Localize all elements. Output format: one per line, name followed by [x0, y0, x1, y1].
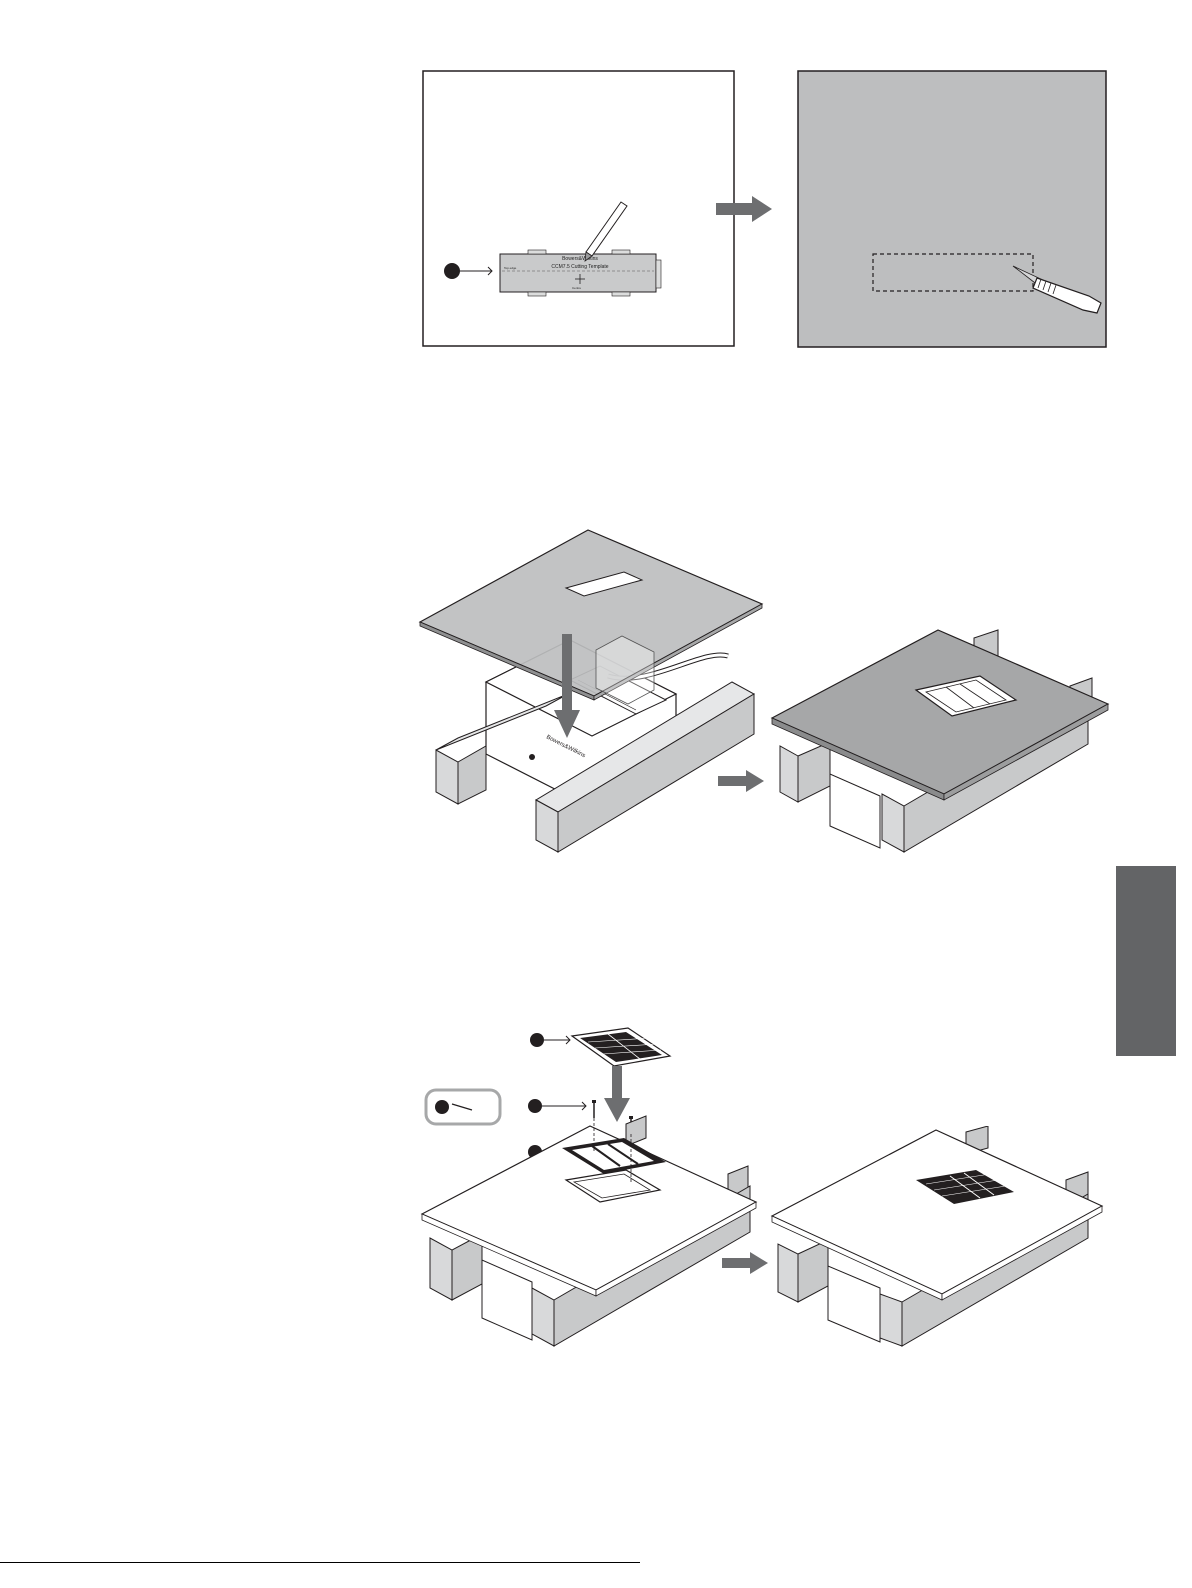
- arrow-right-icon: [722, 1252, 768, 1274]
- template-mark-centre: Centre: [572, 286, 581, 290]
- step-2-diagram-fitted: [770, 626, 1110, 856]
- joist-left: [778, 1240, 828, 1302]
- step-3-diagram-assembly: [420, 1110, 760, 1350]
- footer-rule: [0, 1562, 640, 1563]
- step-1-panel-cut: [797, 70, 1107, 348]
- step-2-diagram-insert: Bowers&Wilkins: [418, 528, 768, 858]
- step-1-panel-template: Bowers&Wilkins CCM7.5 Cutting Template T…: [422, 70, 735, 347]
- cutting-template: Bowers&Wilkins CCM7.5 Cutting Template T…: [500, 250, 661, 296]
- joist-left: [430, 1234, 482, 1300]
- template-title: CCM7.5 Cutting Template: [551, 264, 608, 270]
- step-3-diagram-complete: [770, 1126, 1110, 1348]
- grille-icon: [572, 1028, 670, 1066]
- template-mark-top: Top edge: [504, 266, 517, 270]
- bullet-icon: [444, 263, 460, 279]
- bullet-icon: [530, 1033, 544, 1047]
- arrow-right-icon: [716, 196, 772, 222]
- section-side-tab: [1116, 866, 1176, 1056]
- arrow-right-icon: [718, 770, 764, 792]
- joist-left: [780, 742, 830, 802]
- template-brand: Bowers&Wilkins: [562, 256, 598, 262]
- ceiling-board: [420, 530, 762, 700]
